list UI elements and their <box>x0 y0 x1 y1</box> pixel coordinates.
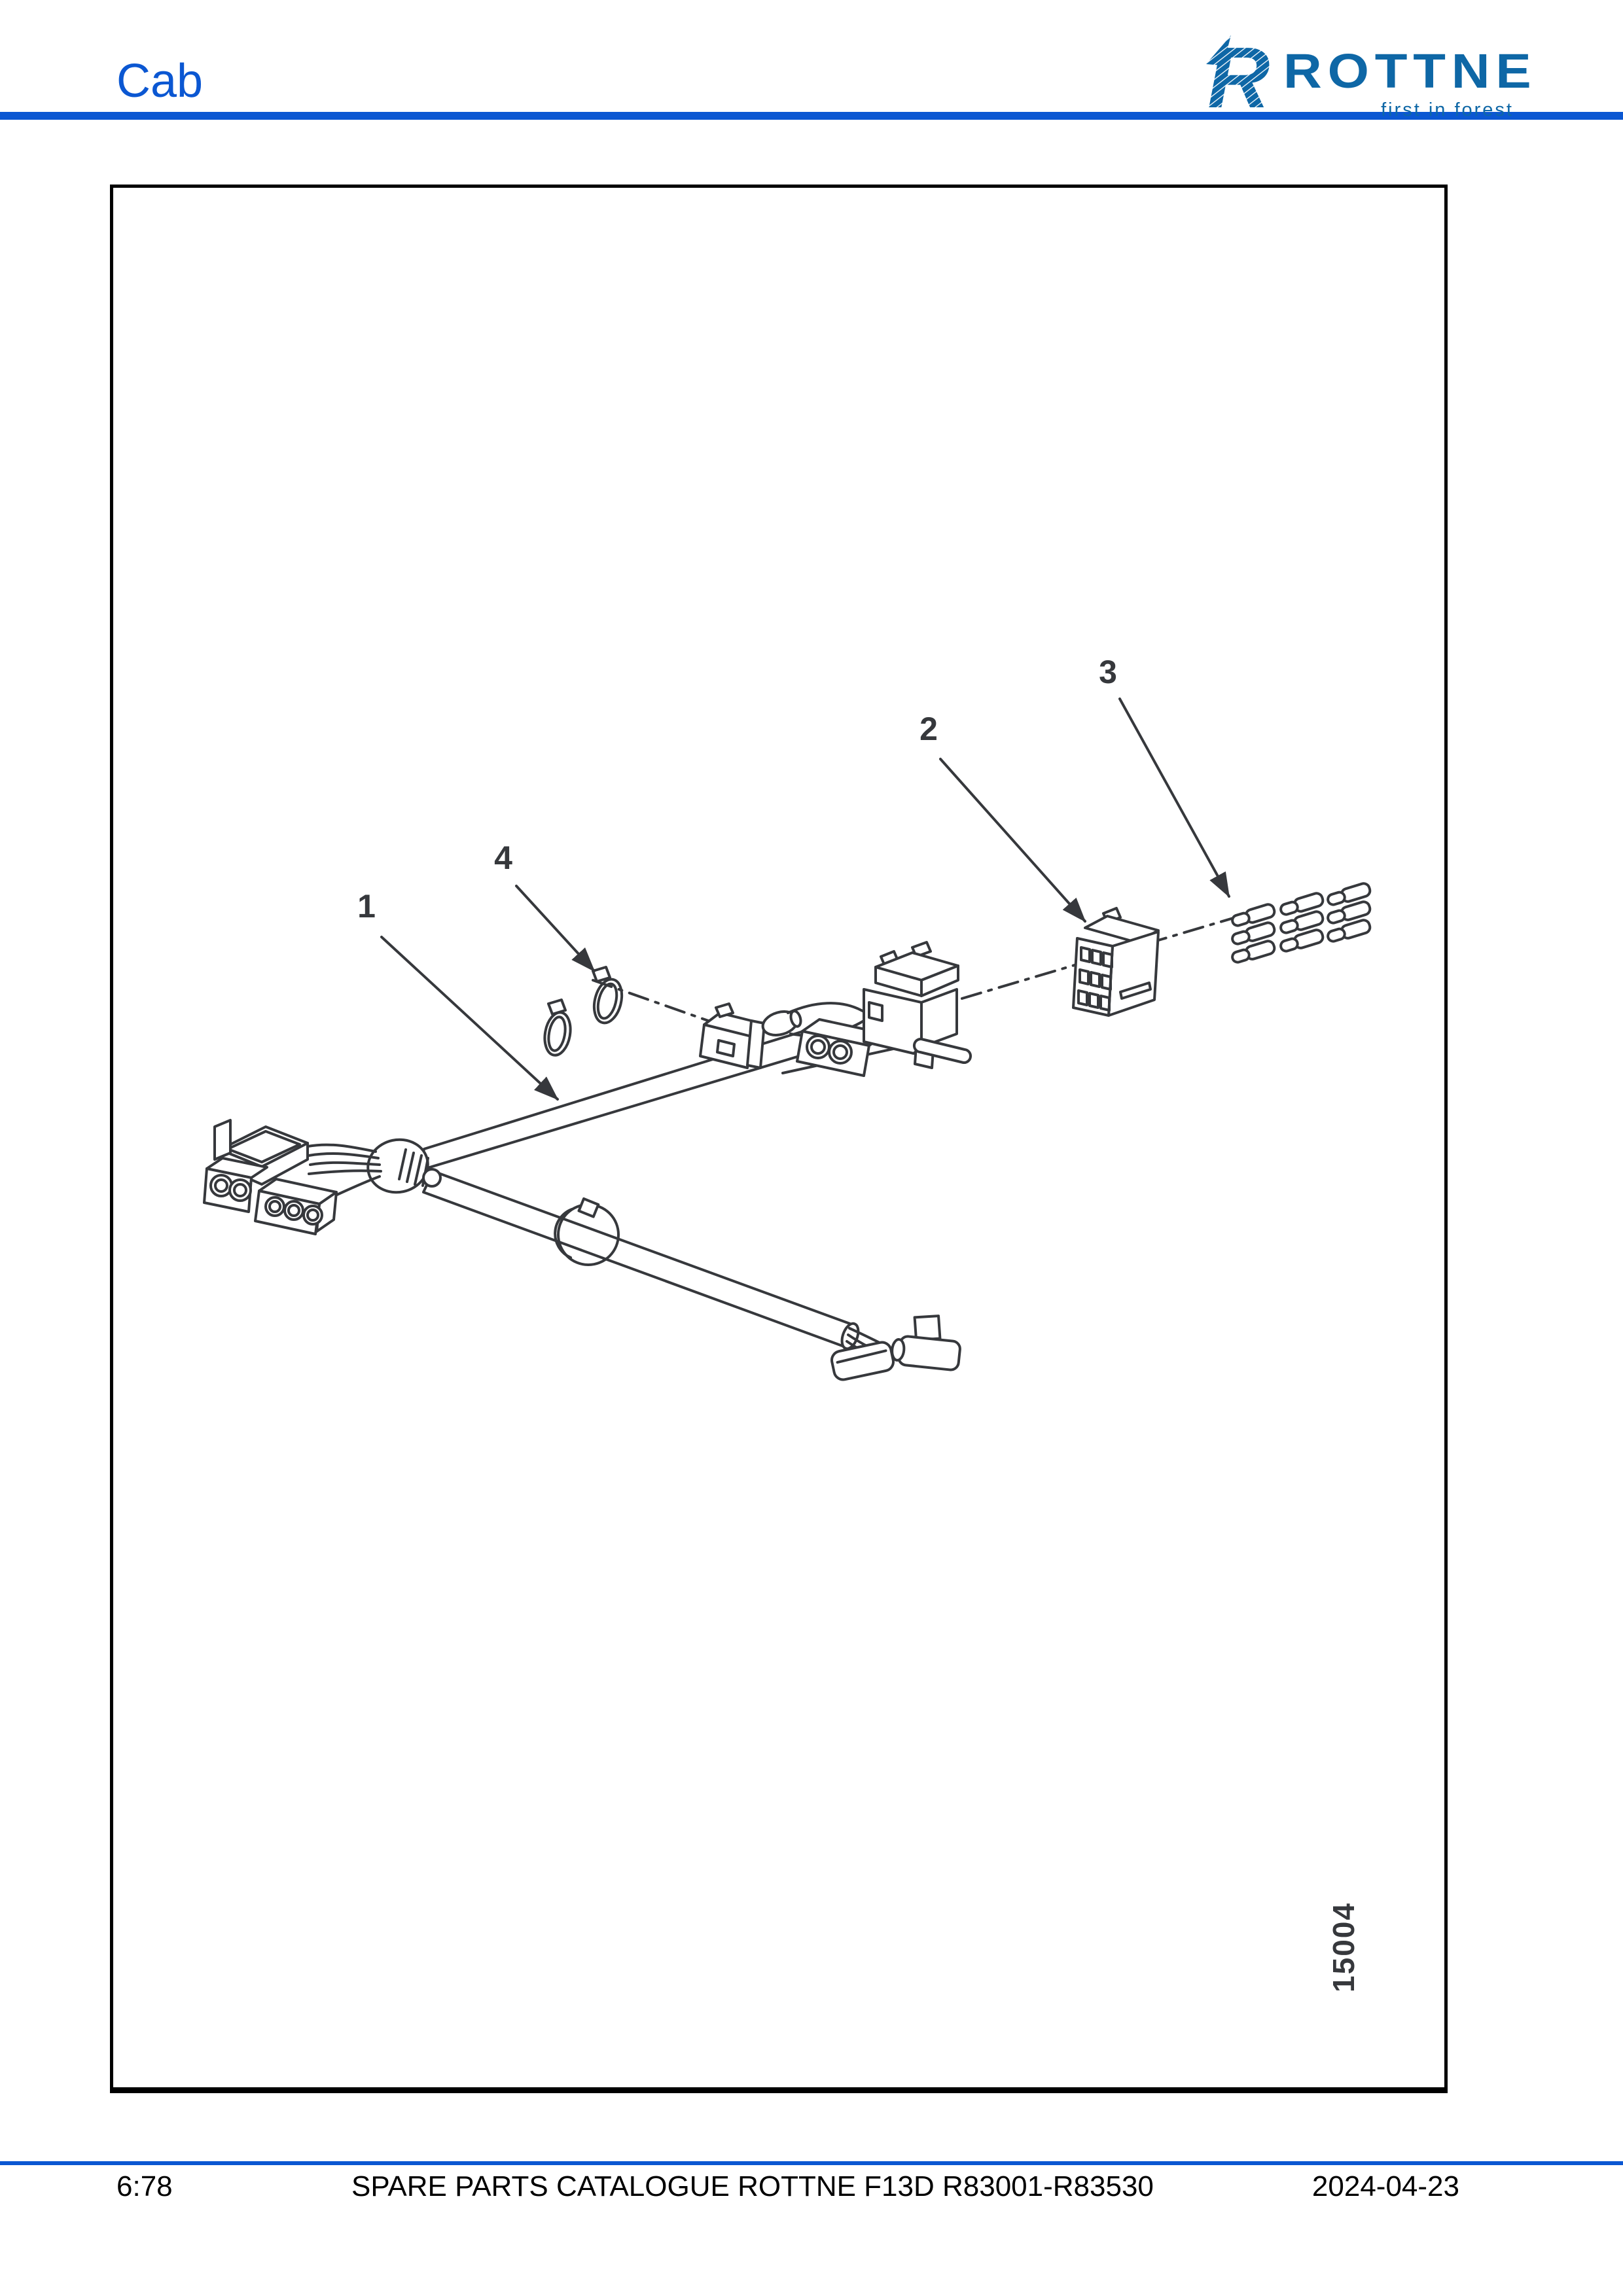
connector-2pin-mid <box>796 1018 887 1077</box>
end-connector-flat <box>830 1341 895 1381</box>
callouts: 1 2 3 4 <box>357 654 1230 1101</box>
svg-text:R: R <box>1207 33 1270 111</box>
footer-page-ref: 6:78 <box>116 2170 173 2202</box>
connector-2pin-left <box>203 1157 268 1213</box>
cable-tie-lower <box>543 998 572 1057</box>
callout-4: 4 <box>494 839 596 972</box>
brand-tagline: first in forest <box>1381 99 1514 120</box>
lamp-socket <box>699 1002 768 1069</box>
callout-2: 2 <box>919 711 1086 923</box>
footer-date: 2024-04-23 <box>1311 2170 1459 2202</box>
terminal-pin <box>1279 892 1325 916</box>
terminal-pin <box>1327 882 1372 906</box>
brand-text: ROTTNE first in forest <box>1283 33 1531 121</box>
terminal-pin <box>1327 919 1372 943</box>
harness-wires-left <box>306 1143 382 1204</box>
terminal-pin <box>1279 910 1325 934</box>
callout-3: 3 <box>1099 654 1230 898</box>
lower-cable <box>422 1170 903 1361</box>
terminal-pin <box>1231 903 1276 927</box>
terminal-pins <box>1231 882 1372 964</box>
callout-label-4: 4 <box>494 839 512 876</box>
terminal-pin <box>1231 940 1276 964</box>
cable-ring-clip <box>554 1197 620 1266</box>
cable-tie-upper <box>592 966 624 1025</box>
terminal-pin <box>1231 921 1276 945</box>
end-connector-tab <box>891 1315 961 1371</box>
figure-number: 15004 <box>1327 1902 1361 1992</box>
figure-frame <box>110 185 1448 2093</box>
connector-housing-left <box>213 1119 309 1186</box>
footer-rule <box>0 2161 1623 2165</box>
callout-label-2: 2 <box>919 711 938 747</box>
callout-1: 1 <box>357 888 559 1101</box>
terminal-pin <box>1279 928 1325 953</box>
header-rule <box>0 112 1623 120</box>
connector-item2 <box>1072 907 1160 1017</box>
lamp-holder-housing <box>863 941 972 1069</box>
grommet <box>366 1138 442 1194</box>
callout-label-3: 3 <box>1099 654 1117 690</box>
footer-title: SPARE PARTS CATALOGUE ROTTNE F13D R83001… <box>351 2170 1154 2202</box>
brand-logo: R ROTTNE first in forest <box>1197 33 1531 121</box>
page-title: Cab <box>116 55 204 107</box>
brand-wordmark: ROTTNE <box>1283 44 1537 98</box>
connector-3pin-left <box>254 1178 338 1235</box>
rottne-mark-icon: R <box>1205 33 1270 111</box>
callout-label-1: 1 <box>357 888 376 925</box>
terminal-pin <box>1327 900 1372 925</box>
